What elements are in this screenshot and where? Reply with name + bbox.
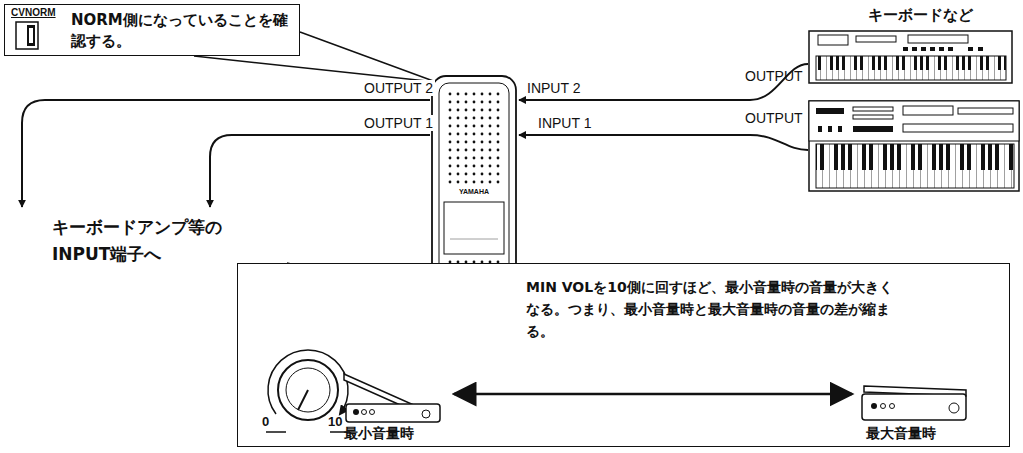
device-heading: キーボードなど	[868, 6, 973, 25]
port-label: OUTPUT 2	[362, 80, 435, 96]
slide-switch	[15, 21, 41, 51]
state-label: 最小音量時	[344, 425, 414, 443]
note-text: MIN VOLを10側に回すほど、最小音量時の音量が大きくなる。つまり、最小音量…	[526, 276, 904, 342]
pedal-side-min	[342, 334, 442, 424]
cable-connector	[519, 64, 808, 100]
port-label: OUTPUT 1	[362, 115, 435, 131]
scale-number: 0	[262, 414, 269, 429]
cable-connector	[519, 135, 808, 150]
state-label: 最大音量時	[866, 425, 936, 443]
range-arrow	[450, 386, 856, 402]
cable-connector	[210, 135, 430, 207]
keyboard-illustration	[808, 30, 1013, 84]
brand-logo: YAMAHA	[430, 188, 518, 195]
leader-connector	[194, 32, 436, 82]
min-vol-knob	[258, 342, 358, 442]
callout-box: CVNORM NORM側になっていることを確認する。	[4, 4, 300, 56]
pedal-side-max	[858, 372, 970, 424]
detail-box: MIN VOLを10側に回すほど、最小音量時の音量が大きくなる。つまり、最小音量…	[237, 263, 1010, 447]
keyboard: OUTPUT	[740, 98, 1022, 194]
switch-label: CV	[11, 7, 25, 18]
destination-note: キーボードアンプ等の INPUT端子へ	[10, 208, 250, 272]
port-label: OUTPUT	[745, 110, 803, 126]
scale-number: 10	[328, 414, 342, 429]
port-label: OUTPUT	[745, 68, 803, 84]
switch-label: NORM	[25, 7, 56, 18]
callout-text: NORM側になっていることを確認する。	[71, 10, 295, 52]
keyboard-illustration	[808, 100, 1020, 192]
keyboard: キーボードなど OUTPUT	[740, 4, 1018, 94]
port-label: INPUT 2	[525, 80, 582, 96]
destination-text: キーボードアンプ等の INPUT端子へ	[52, 214, 244, 268]
port-label: INPUT 1	[536, 115, 593, 131]
